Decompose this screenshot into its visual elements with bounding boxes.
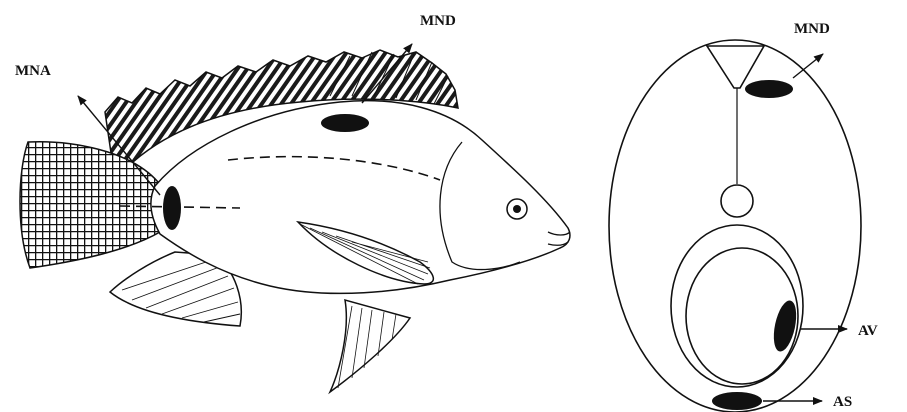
as-label: AS (833, 394, 852, 410)
mnd-sample-site-fish (321, 114, 369, 132)
caudal-fin (20, 142, 160, 268)
vertebra (721, 185, 753, 217)
cross-section-drawing (609, 40, 861, 412)
mna-label: MNA (15, 63, 51, 79)
pelvic-fin (330, 300, 410, 392)
mnd-label-section: MND (794, 21, 830, 37)
av-label: AV (858, 323, 878, 339)
cross-section-outline (609, 40, 861, 412)
mna-sample-site (163, 186, 181, 230)
mnd-label-fish: MND (420, 13, 456, 29)
as-sample-site (712, 392, 762, 410)
mnd-sample-site-section (745, 80, 793, 98)
fish-drawing (20, 44, 570, 392)
